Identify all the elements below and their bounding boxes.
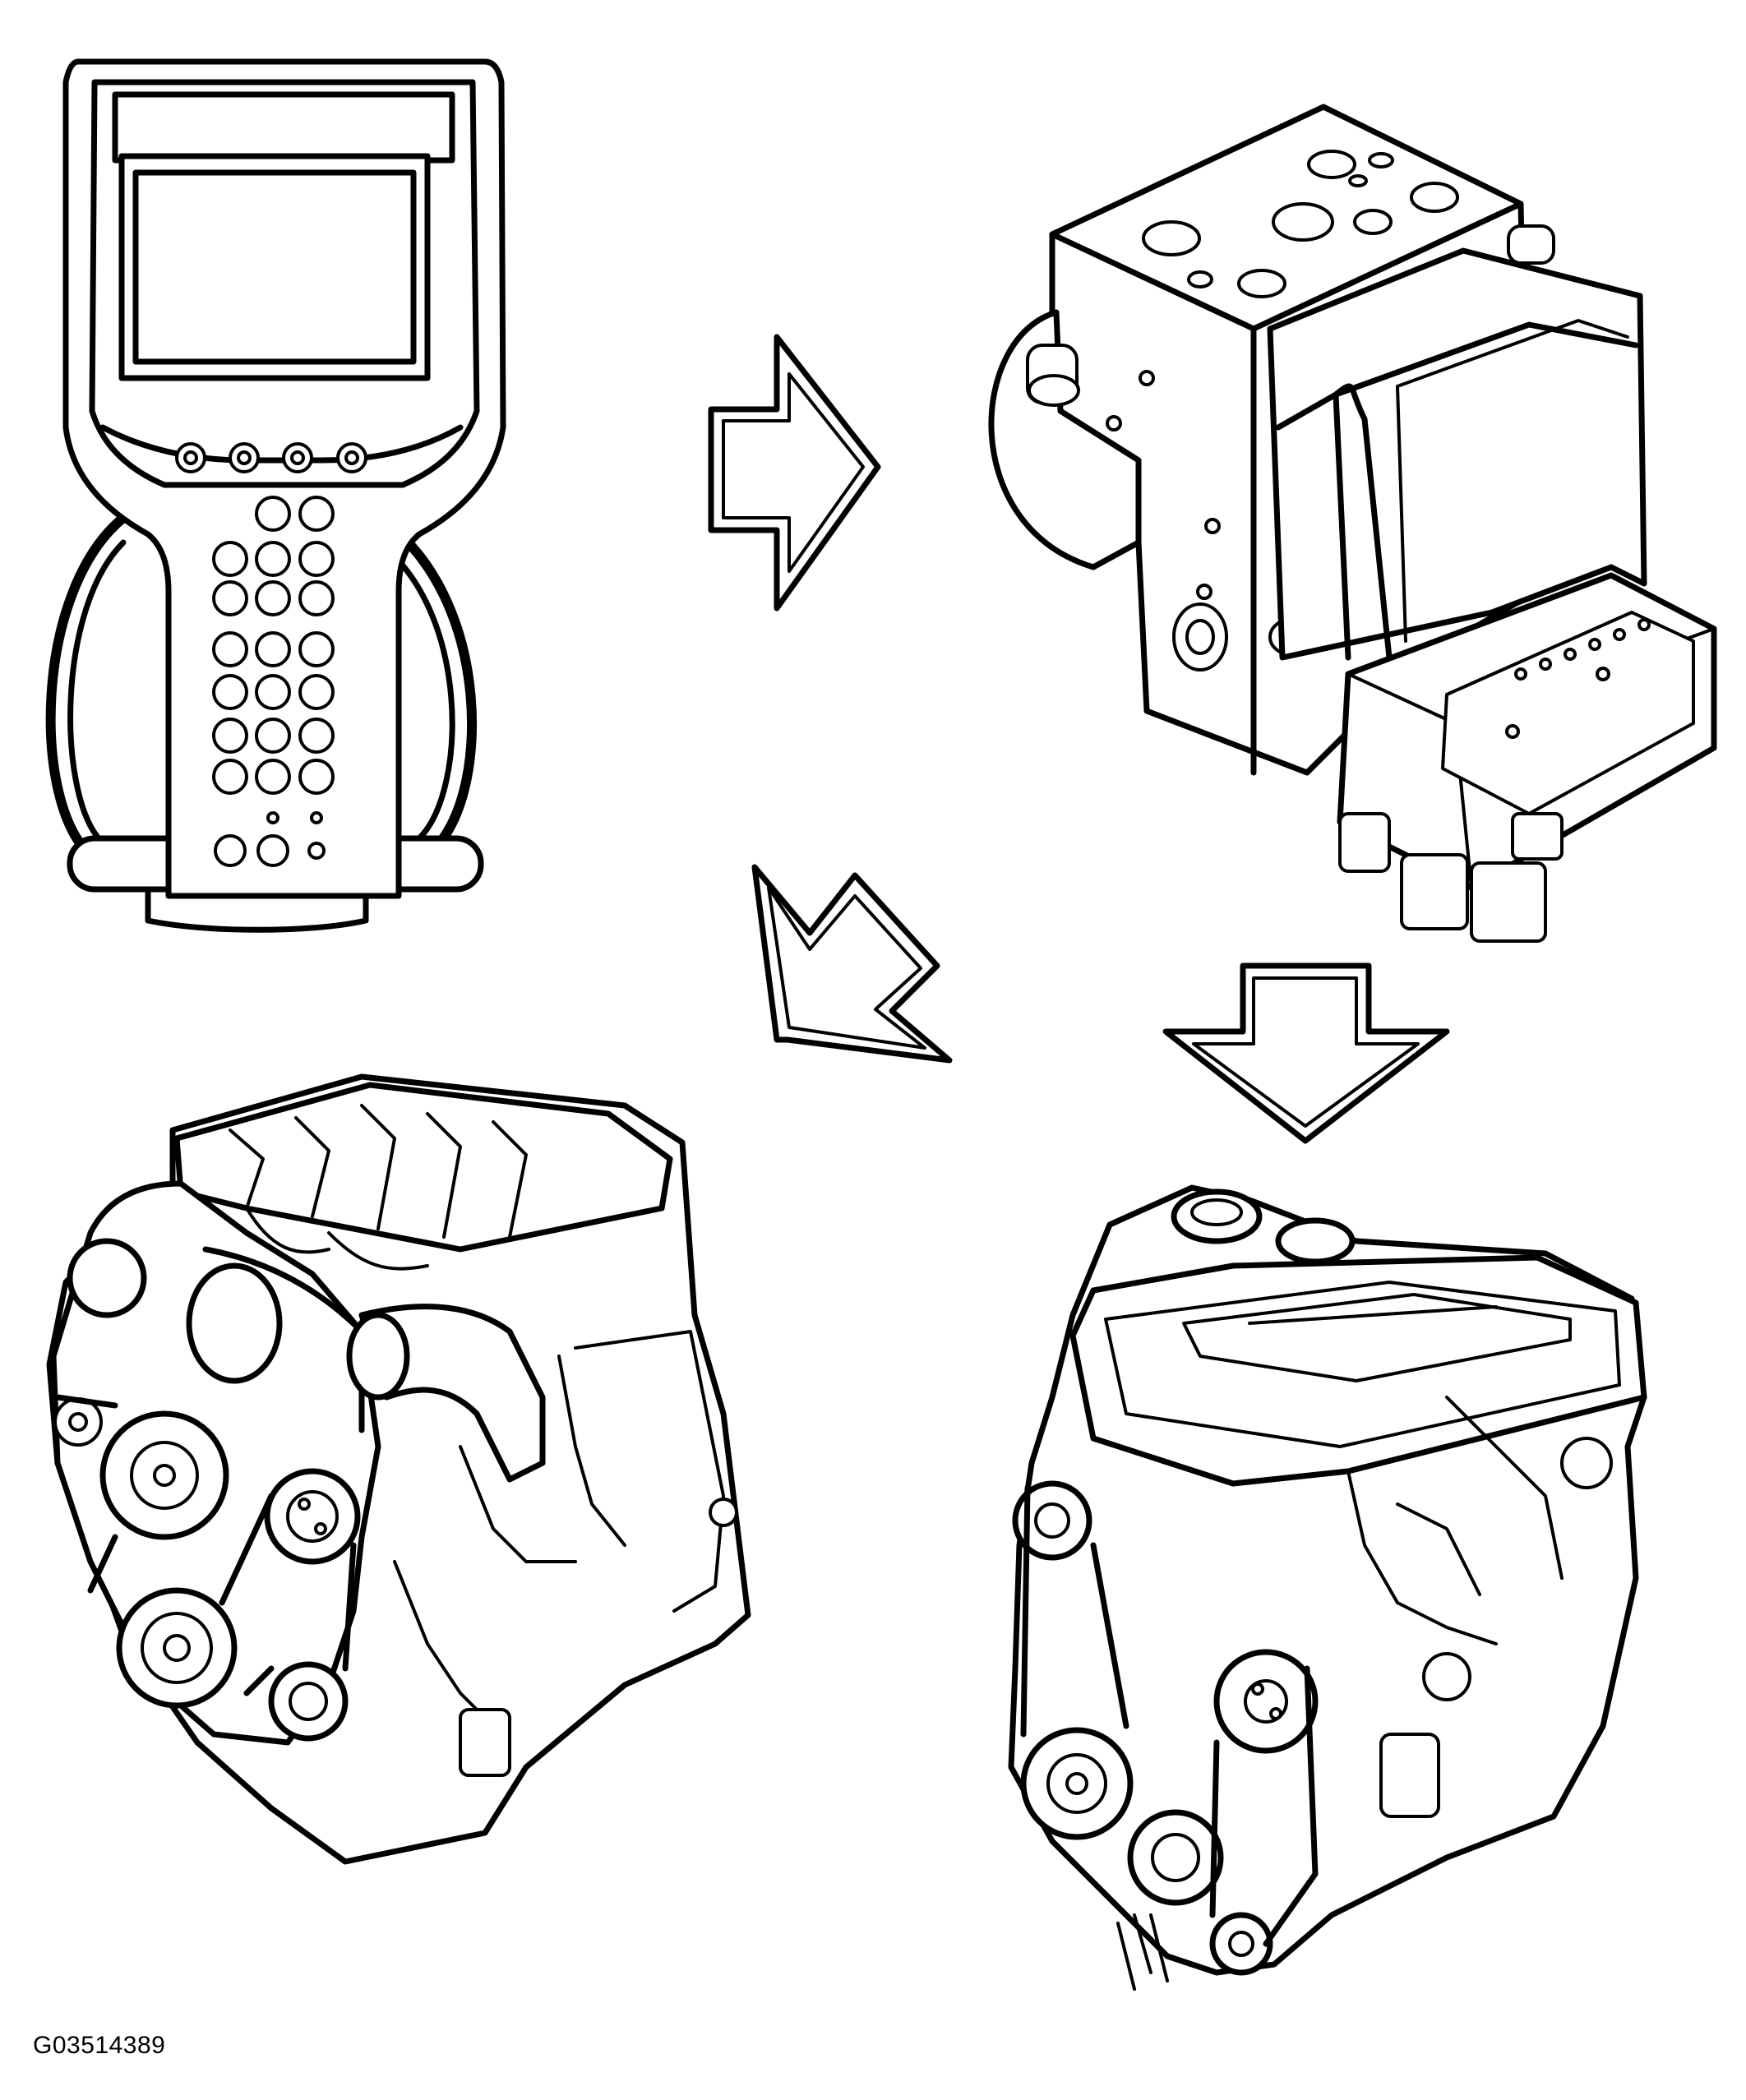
keypad-key [255,718,291,754]
keypad-key [298,674,335,710]
keypad-key [298,580,335,616]
flow-arrow-down-left [751,864,953,1064]
keypad-key [298,541,335,577]
keypad-key [310,811,323,824]
keypad-key [212,541,248,577]
keypad-key [266,811,279,824]
inline-four-engine-icon [1008,1184,1647,1991]
keypad-key [212,631,248,667]
keypad-key [298,496,335,532]
keypad-key [255,541,291,577]
keypad-key [214,834,247,867]
keypad-key [256,834,289,867]
flow-arrow-right [708,334,881,612]
keypad-key [255,496,291,532]
keypad-key [255,631,291,667]
keypad-key [307,842,326,860]
flow-arrow-down [1162,962,1450,1144]
keypad-key [298,759,335,795]
keypad-key [212,674,248,710]
keypad-key [212,718,248,754]
keypad-key [298,718,335,754]
handheld-scan-tool-icon [45,58,506,933]
keypad-key [212,759,248,795]
keypad-key [255,759,291,795]
figure-id-label: G03514389 [33,2032,166,2059]
keypad-key [255,580,291,616]
keypad-key [255,674,291,710]
abs-modulator-icon [988,104,1717,943]
keypad-key [298,631,335,667]
keypad-key [212,580,248,616]
v6-engine-icon [46,1073,751,1865]
